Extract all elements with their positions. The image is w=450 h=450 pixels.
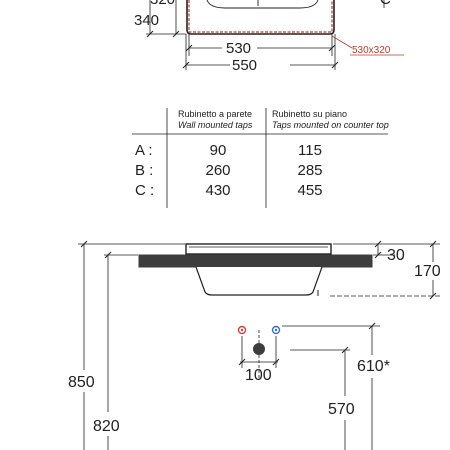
dim-550: 550 (232, 57, 257, 74)
dim-100: 100 (245, 367, 272, 384)
side-view-ticks (80, 240, 437, 366)
top-view (146, 0, 404, 70)
hot-tap-icon (237, 325, 247, 335)
row-b-counter: 285 (297, 162, 322, 179)
col1-title: Rubinetto a parete (178, 109, 252, 119)
col1-subtitle: Wall mounted taps (178, 120, 253, 130)
dim-530: 530 (226, 40, 251, 57)
dim-610: 610* (357, 358, 390, 375)
cold-tap-icon (271, 325, 281, 335)
dim-850: 850 (68, 374, 95, 391)
basin-bowl (195, 266, 323, 296)
dim-label-c-cut: C (380, 0, 391, 8)
dim-340: 340 (134, 12, 159, 29)
row-c-wall: 430 (205, 182, 230, 199)
col2-subtitle: Taps mounted on counter top (272, 120, 389, 130)
dim-320-cut: 320 (150, 0, 175, 8)
dim-170: 170 (414, 263, 441, 280)
dimension-table: Rubinetto a parete Wall mounted taps Rub… (132, 108, 389, 208)
row-c-counter: 455 (297, 182, 322, 199)
basin-outline-top (186, 0, 335, 35)
row-b-label: B : (135, 162, 153, 179)
dim-820: 820 (93, 418, 120, 435)
cutout-outline (188, 0, 333, 33)
row-b-wall: 260 (205, 162, 230, 179)
dim-30: 30 (387, 247, 405, 264)
row-a-counter: 115 (298, 142, 322, 159)
side-view (78, 243, 440, 450)
row-a-label: A : (135, 142, 153, 159)
dim-570: 570 (328, 401, 355, 418)
countertop (138, 254, 373, 268)
top-view-ticks (146, 30, 339, 69)
cutout-label: 530x320 (352, 45, 391, 56)
row-c-label: C : (135, 182, 154, 199)
drain-outlet-icon (253, 343, 265, 355)
row-a-wall: 90 (210, 142, 227, 159)
col2-title: Rubinetto su piano (272, 109, 347, 119)
basin-rim (185, 243, 332, 255)
bowl-hint (206, 0, 319, 9)
